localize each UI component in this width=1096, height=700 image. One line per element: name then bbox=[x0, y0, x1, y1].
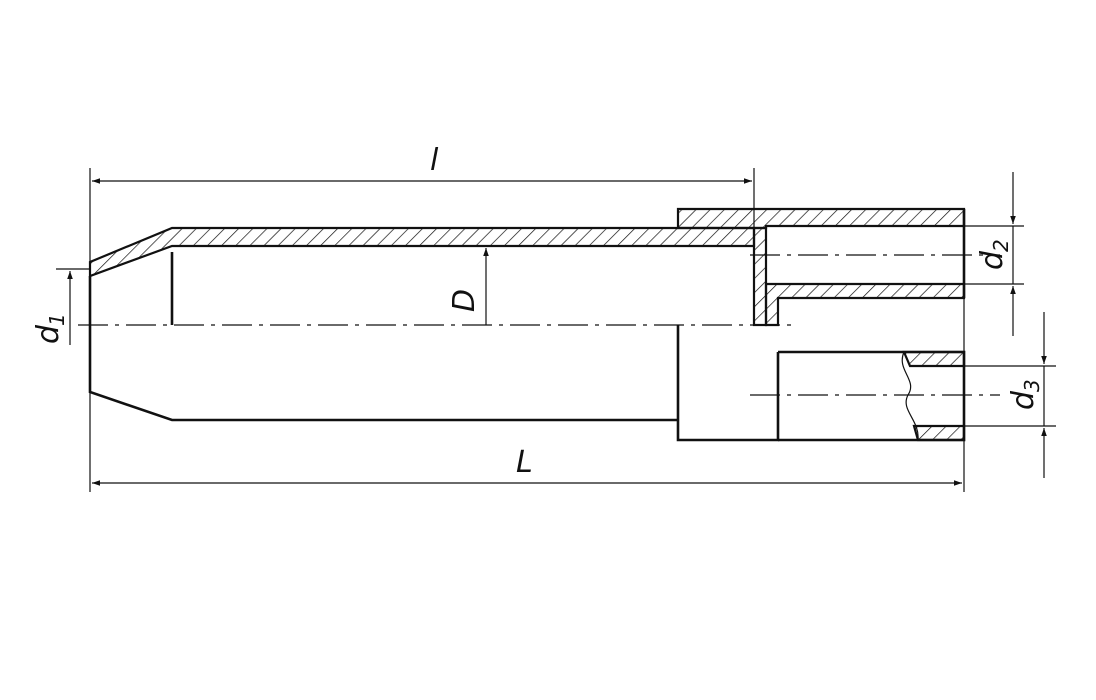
label-d3-sub: 3 bbox=[1020, 379, 1044, 392]
label-D: D bbox=[447, 289, 482, 312]
upper-pipe-end-wall bbox=[752, 226, 768, 327]
label-L: L bbox=[516, 445, 533, 480]
center-lines bbox=[78, 254, 1000, 396]
lower-branch-pipe bbox=[778, 350, 966, 442]
main-body bbox=[88, 226, 780, 442]
upper-branch-pipe bbox=[676, 207, 966, 327]
lower-pipe-top-wall-section bbox=[902, 350, 966, 368]
label-d2-sub: 2 bbox=[989, 239, 1013, 252]
upper-pipe-top-wall bbox=[676, 207, 966, 230]
dimension-lines bbox=[67, 172, 1047, 486]
main-body-top-wall bbox=[88, 226, 756, 278]
lower-pipe-bottom-wall-section bbox=[912, 424, 966, 442]
main-body-bottom-outline bbox=[88, 276, 678, 422]
upper-pipe-bottom-wall bbox=[764, 282, 966, 327]
collar-outline bbox=[676, 325, 780, 442]
dimension-labels: l L D d 1 d 2 d 3 bbox=[31, 143, 1044, 480]
label-d1-sub: 1 bbox=[45, 313, 69, 326]
extension-lines bbox=[56, 168, 1056, 492]
label-d2: d 2 bbox=[975, 239, 1013, 270]
label-d3: d 3 bbox=[1006, 379, 1044, 410]
label-d1: d 1 bbox=[31, 313, 69, 344]
label-d3-base: d bbox=[1006, 390, 1041, 410]
label-d2-base: d bbox=[975, 250, 1010, 270]
label-d1-base: d bbox=[31, 324, 66, 344]
label-l: l bbox=[430, 143, 439, 178]
